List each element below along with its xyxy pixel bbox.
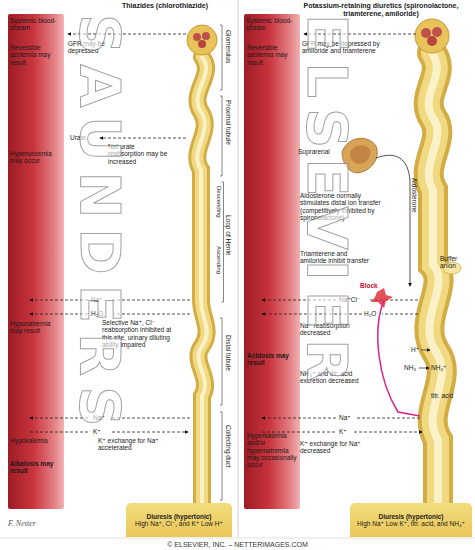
- hormone-label: Aldosterone: [411, 178, 418, 213]
- watermark: ELSEVIER: [299, 14, 355, 392]
- effect-note: Hyponatremia may result: [10, 320, 60, 335]
- ion-label: titr. acid: [431, 392, 465, 399]
- blood-vessel: Systemic blood-stream: [8, 14, 64, 509]
- glomerulus: [187, 25, 217, 55]
- ion-exchange-arrows: [419, 350, 430, 368]
- panel-heading: Thiazides (chlorothiazide): [120, 2, 210, 10]
- segment-label: Proximal tubule: [225, 100, 232, 145]
- effect-note: Hyperuricemia may occur: [10, 150, 60, 165]
- hormone-arrow: [376, 155, 410, 286]
- vessel-label: Systemic blood-stream: [246, 17, 296, 32]
- mechanism-note: K⁺ exchange for Na⁺ accelerated: [98, 437, 173, 452]
- mechanism-note: K⁺ exchange for Na⁺ decreased: [300, 440, 368, 455]
- nephron-tubule: [429, 53, 442, 506]
- ion-label: K⁺: [339, 428, 347, 435]
- watermark: SAUNDERS: [72, 14, 128, 436]
- copyright-line: © ELSEVIER, INC. – NETTERIMAGES.COM: [0, 541, 475, 549]
- effect-note: Acidosis may result: [247, 352, 297, 367]
- ion-label: NH₃: [404, 364, 416, 371]
- urine-heading: Diuresis (hypertonic): [378, 513, 443, 520]
- urine-heading: Diuresis (hypertonic): [146, 513, 211, 520]
- effect-note: Hyperkalemia and/or hypernatremia may oc…: [247, 432, 297, 468]
- artist-signature: F. Netter: [8, 520, 36, 529]
- ion-label: Na⁺: [339, 414, 351, 421]
- segment-label: Loop of Henle: [225, 215, 232, 255]
- effect-note: Alkalosis may result: [10, 460, 60, 475]
- structure-label: Buffer anion: [440, 255, 474, 270]
- block-label: Block: [360, 282, 378, 289]
- nephron-tubule: [197, 57, 206, 506]
- ion-label: H₂O: [364, 310, 376, 317]
- vessel-label: Systemic blood-stream: [10, 17, 60, 32]
- segment-label: Glomerulus: [225, 30, 232, 63]
- glomerulus: [415, 19, 449, 53]
- urine-composition: High Na⁺, Cl⁻, and K⁺ Low H⁺: [135, 520, 223, 527]
- panel-divider: [0, 0, 475, 538]
- effect-note: Reversible azotemia may result: [10, 44, 58, 66]
- effect-note: Reversible azotemia may result: [247, 44, 295, 66]
- block-marker: [371, 288, 420, 416]
- ion-label: H⁺: [411, 346, 419, 353]
- ion-label: NH₄⁺: [431, 364, 446, 371]
- urine-pool: Diuresis (hypertonic)High Na⁺, Cl⁻, and …: [126, 503, 232, 537]
- segment-label: Descending: [215, 186, 222, 218]
- segment-label: Ascending: [215, 246, 222, 274]
- urine-composition: High Na⁺ Low K⁺, titr. acid, and NH₄⁺: [357, 520, 465, 527]
- effect-note: Hypokalemia: [10, 437, 60, 444]
- segment-label: Distal tubule: [225, 335, 232, 371]
- urine-pool: Diuresis (hypertonic)High Na⁺ Low K⁺, ti…: [350, 503, 472, 537]
- segment-label: Collecting duct: [225, 425, 232, 468]
